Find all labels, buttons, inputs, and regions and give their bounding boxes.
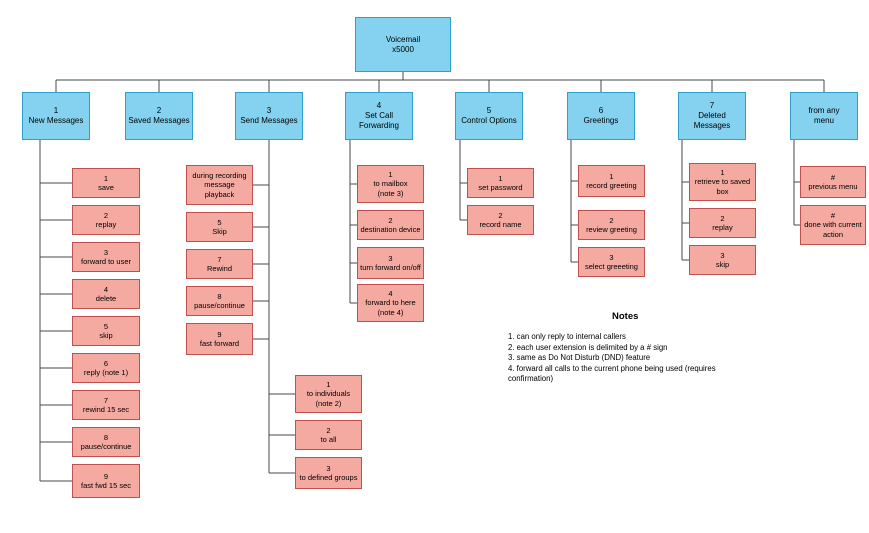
node-menu-from-any-menu: from any menu — [790, 92, 858, 140]
node-during-recording-header: during recording message playback — [186, 165, 253, 205]
node-to-defined-groups: 3 to defined groups — [295, 457, 362, 489]
note-item-4: 4. forward all calls to the current phon… — [508, 363, 716, 384]
node-to-mailbox: 1 to mailbox (note 3) — [357, 165, 424, 203]
node-menu-saved-messages: 2 Saved Messages — [125, 92, 193, 140]
node-forward-to-user: 3 forward to user — [72, 242, 140, 272]
node-voicemail-root: Voicemail x5000 — [355, 17, 451, 72]
node-previous-menu: # previous menu — [800, 166, 866, 198]
node-turn-forward-on-off: 3 turn forward on/off — [357, 247, 424, 279]
node-review-greeting: 2 review greeting — [578, 210, 645, 240]
node-destination-device: 2 destination device — [357, 210, 424, 240]
notes-section: 1. can only reply to internal callers 2.… — [508, 332, 760, 385]
node-send-rewind: 7 Rewind — [186, 249, 253, 279]
node-menu-control-options: 5 Control Options — [455, 92, 523, 140]
node-menu-deleted-messages: 7 Deleted Messages — [678, 92, 746, 140]
node-send-fast-forward: 9 fast forward — [186, 323, 253, 355]
node-set-password: 1 set password — [467, 168, 534, 198]
node-skip: 5 skip — [72, 316, 140, 346]
node-to-individuals: 1 to individuals (note 2) — [295, 375, 362, 413]
node-to-all: 2 to all — [295, 420, 362, 450]
note-item-2: 2. each user extension is delimited by a… — [508, 342, 668, 352]
node-rewind-15-sec: 7 rewind 15 sec — [72, 390, 140, 420]
node-save: 1 save — [72, 168, 140, 198]
node-record-name: 2 record name — [467, 205, 534, 235]
node-menu-new-messages: 1 New Messages — [22, 92, 90, 140]
note-item-1: 1. can only reply to internal callers — [508, 332, 626, 341]
node-deleted-skip: 3 skip — [689, 245, 756, 275]
node-done-with-current-action: # done with current action — [800, 205, 866, 245]
node-pause-continue: 8 pause/continue — [72, 427, 140, 457]
node-record-greeting: 1 record greeting — [578, 165, 645, 197]
node-reply: 6 reply (note 1) — [72, 353, 140, 383]
node-forward-to-here: 4 forward to here (note 4) — [357, 284, 424, 322]
node-menu-greetings: 6 Greetings — [567, 92, 635, 140]
node-send-skip: 5 Skip — [186, 212, 253, 242]
note-item-3: 3. same as Do Not Disturb (DND) feature — [508, 353, 651, 363]
node-deleted-replay: 2 replay — [689, 208, 756, 238]
node-retrieve-to-saved-box: 1 retrieve to saved box — [689, 163, 756, 201]
node-send-pause-continue: 8 pause/continue — [186, 286, 253, 316]
node-menu-send-messages: 3 Send Messages — [235, 92, 303, 140]
node-menu-set-call-forwarding: 4 Set Call Forwarding — [345, 92, 413, 140]
notes-title: Notes — [612, 311, 639, 322]
node-select-greeting: 3 select greeeting — [578, 247, 645, 277]
node-fast-fwd-15-sec: 9 fast fwd 15 sec — [72, 464, 140, 498]
node-delete: 4 delete — [72, 279, 140, 309]
node-replay: 2 replay — [72, 205, 140, 235]
